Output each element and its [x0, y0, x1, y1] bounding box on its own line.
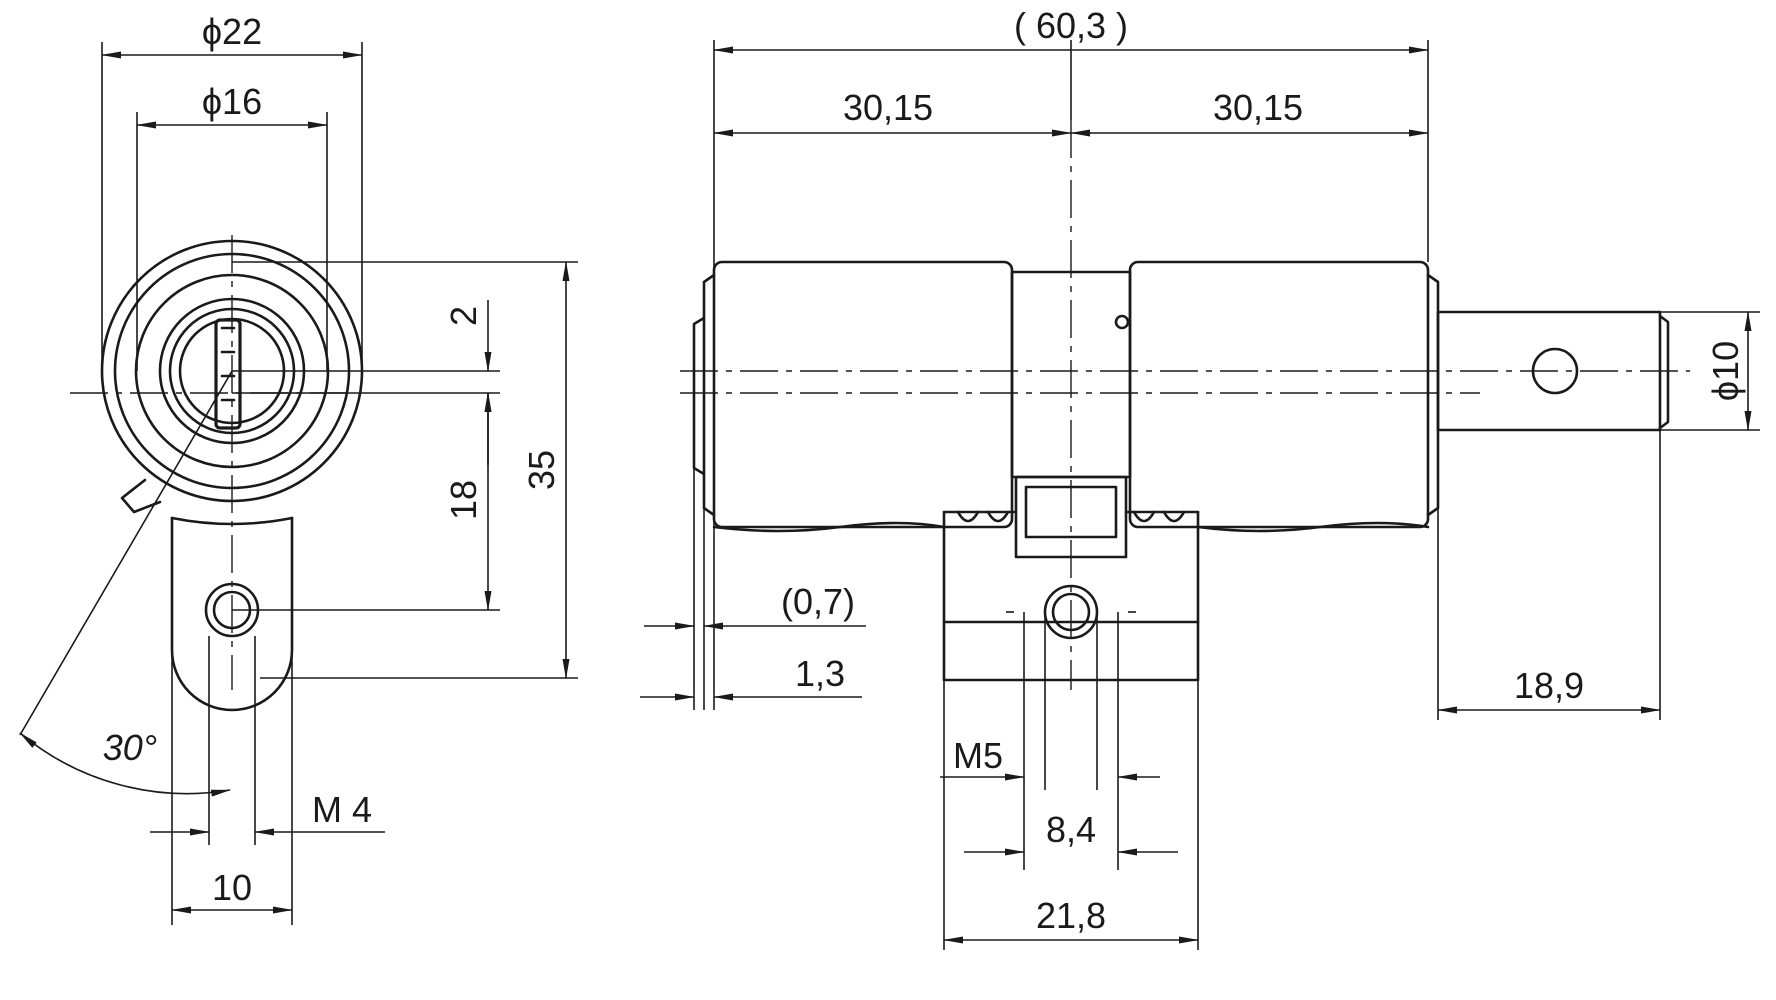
- front-dia-outer: ϕ22: [202, 11, 262, 52]
- front-width: 10: [212, 867, 252, 908]
- side-cam-width: 21,8: [1036, 895, 1106, 936]
- front-dim-35: 35: [521, 450, 562, 490]
- front-angle: 30°: [103, 727, 157, 768]
- front-dia-inner: ϕ16: [202, 81, 262, 122]
- side-overall-length: ( 60,3 ): [1014, 5, 1128, 46]
- front-view: ϕ22 ϕ16 2 18 35 30° M 4 10: [19, 11, 578, 925]
- side-shaft-length: 18,9: [1514, 665, 1584, 706]
- side-half-left: 30,15: [843, 87, 933, 128]
- side-thread: M5: [953, 735, 1003, 776]
- side-view: ( 60,3 ) 30,15 30,15 (0,7) 1,3 M5 8,4 21…: [640, 5, 1760, 950]
- front-dim-2: 2: [443, 306, 484, 326]
- side-hole-width: 8,4: [1046, 809, 1096, 850]
- side-half-right: 30,15: [1213, 87, 1303, 128]
- front-dim-18: 18: [443, 480, 484, 520]
- front-thread: M 4: [312, 789, 372, 830]
- side-shaft-dia: ϕ10: [1705, 341, 1746, 401]
- side-offset-small: (0,7): [781, 581, 855, 622]
- side-offset-flange: 1,3: [795, 653, 845, 694]
